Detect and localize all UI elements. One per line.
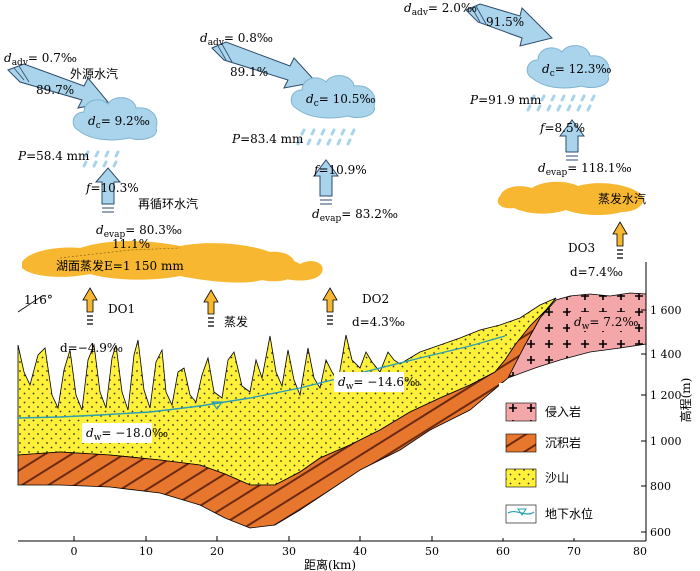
legend-swatch-intrusive [505, 402, 537, 422]
d-evap-right: devap= 118.1‰ [538, 161, 632, 178]
d-evap-left: devap= 80.3‰ [96, 223, 182, 240]
cloud-mid [290, 75, 376, 119]
d-adv-mid: dadv= 0.8‰ [200, 31, 273, 48]
precip-mid: P=83.4 mm [231, 132, 304, 146]
y-tick: 600 [650, 526, 671, 539]
f-right: f=8.5% [539, 121, 585, 135]
d-adv-left: dadv= 0.7‰ [4, 51, 77, 68]
rain-mid [296, 128, 356, 146]
y-tick: 1 000 [650, 435, 682, 448]
up-arrow-do3 [612, 221, 628, 259]
rain-right [526, 94, 596, 112]
evap-vapor-label: 蒸发水汽 [598, 191, 646, 206]
y-axis-title: 高程(m) [678, 378, 693, 423]
gw-right-label: dw= 7.2‰ [574, 315, 638, 332]
water-table-line [17, 335, 506, 419]
gw-left-label: dw= −18.0‰ [86, 426, 168, 443]
legend-label: 侵入岩 [545, 404, 581, 419]
evap-word-label: 蒸发 [224, 314, 248, 329]
cloud-d-mid: dc= 10.5‰ [306, 92, 375, 109]
station-label: DO2 [362, 292, 389, 306]
ext-vapor-label: 外源水汽 [70, 66, 118, 81]
y-tick: 1 200 [650, 389, 682, 402]
x-tick: 50 [425, 545, 439, 558]
legend-label: 沉积岩 [545, 435, 581, 450]
legend-label: 地下水位 [545, 506, 593, 521]
evaporated-vapor-dust [497, 181, 644, 216]
station-label: DO3 [568, 241, 595, 255]
lake-evap-label: 湖面蒸发E=1 150 mm [56, 258, 184, 273]
lake-evaporation-dust-right [256, 259, 323, 281]
x-tick: 20 [210, 545, 224, 558]
water-table-marker [210, 401, 224, 411]
station-d-value: d=−4.9‰ [60, 341, 123, 355]
gw-right-box [570, 312, 626, 331]
lake-evaporation-dust [22, 241, 295, 283]
cloud-d-right: dc= 12.3‰ [542, 62, 611, 79]
f-left: f=10.3% [85, 181, 139, 195]
bearing-line [17, 295, 46, 313]
arrow-pct-right: 91.5% [486, 15, 524, 29]
gw-mid-label: dw= −14.6‰ [338, 375, 420, 392]
up-arrow-evap [203, 289, 219, 327]
arrow-pct-mid: 89.1% [230, 65, 268, 79]
arrow-pct-left: 89.7% [36, 83, 74, 97]
up-arrow-do1 [82, 287, 98, 325]
y-tick: 1 400 [650, 348, 682, 361]
precip-right: P=91.9 mm [469, 93, 542, 107]
cloud-d-left: dc= 9.2‰ [88, 114, 150, 131]
y-tick: 1 600 [650, 304, 682, 317]
legend-label: 沙山 [545, 471, 569, 485]
x-tick: 70 [567, 545, 581, 558]
x-tick: 0 [71, 545, 78, 558]
legend: 侵入岩 沉积岩 沙山 地下水位 [499, 383, 619, 538]
f-mid: f=10.9% [313, 163, 367, 177]
station-d-value: d=4.3‰ [352, 315, 405, 329]
sedimentary-rock-body [17, 297, 557, 529]
advection-arrow-right [465, 3, 553, 47]
up-arrow-do2 [322, 287, 338, 325]
d-evap-mid: devap= 83.2‰ [312, 207, 398, 224]
gw-left-box [82, 423, 152, 443]
recycle-label: 再循环水汽 [138, 196, 198, 211]
evap-pct-left: 11.1% [112, 237, 150, 251]
gw-mid-box [334, 372, 404, 392]
rain-left [82, 150, 120, 168]
station-d-value: d=7.4‰ [570, 265, 623, 279]
cloud-right [526, 45, 610, 89]
x-axis-title: 距离(km) [304, 557, 356, 571]
recycle-arrow-left [94, 167, 122, 205]
x-tick: 80 [633, 545, 647, 558]
x-tick: 30 [282, 545, 296, 558]
x-tick: 10 [139, 545, 153, 558]
precip-left: P=58.4 mm [17, 149, 90, 163]
legend-swatch-sand [505, 468, 537, 488]
recycle-arrow-right [559, 119, 585, 153]
recycle-arrow-mid [313, 159, 339, 197]
station-label: DO1 [108, 302, 135, 316]
advection-arrow-left [7, 63, 109, 109]
legend-swatch-sedimentary [505, 433, 537, 453]
y-axis [641, 262, 647, 541]
d-adv-right: dadv= 2.0‰ [404, 1, 477, 18]
y-tick: 800 [650, 480, 671, 493]
x-tick: 60 [496, 545, 510, 558]
cloud-left [72, 97, 158, 141]
x-tick: 40 [353, 545, 367, 558]
